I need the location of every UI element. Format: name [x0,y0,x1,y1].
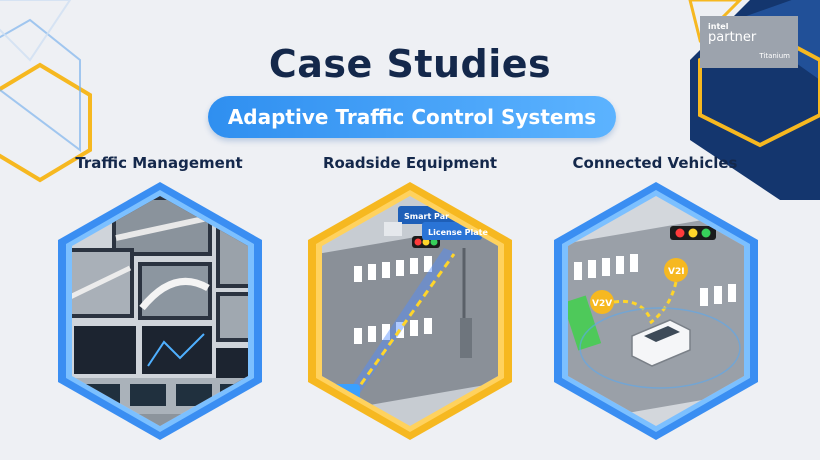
badge-brand: intel [708,22,729,31]
v2x-intersection-illustration: V2I V2V [554,182,758,440]
v2i-tag: V2I [668,267,685,277]
badge-label: partner [708,30,757,45]
v2v-tag: V2V [592,299,612,309]
case-label-traffic-management: Traffic Management [75,154,243,172]
connected-vehicles-card[interactable]: V2I V2V [540,178,772,444]
intel-partner-badge: intel partner Titanium [700,16,798,68]
page-title: Case Studies [268,42,552,86]
traffic-management-card[interactable] [44,178,276,444]
subtitle-pill: Adaptive Traffic Control Systems [208,96,616,138]
case-label-connected-vehicles: Connected Vehicles [572,154,738,172]
subtitle-text: Adaptive Traffic Control Systems [227,105,597,129]
badge-tier: Titanium [759,52,790,60]
license-plate-tag: License Plate [428,228,489,237]
case-label-roadside-equipment: Roadside Equipment [322,154,498,172]
smart-parking-tag: Smart Par [404,212,449,221]
control-room-illustration [58,182,262,440]
